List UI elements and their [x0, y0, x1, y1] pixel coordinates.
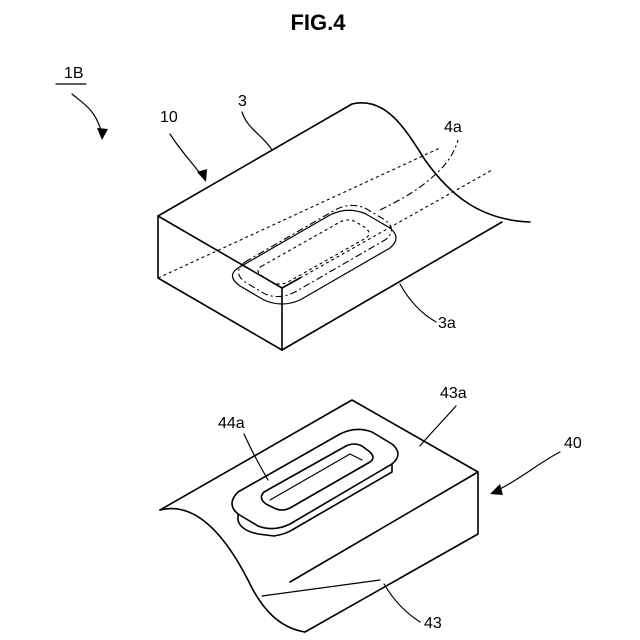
figure-title: FIG.4: [290, 10, 346, 35]
label-assembly: 1B: [64, 65, 84, 82]
lower-block-cut-line: [262, 580, 380, 596]
upper-recess-frame: [232, 210, 396, 304]
lower-block-right-face: [305, 472, 478, 632]
label-lower-top-face: 43a: [440, 385, 467, 402]
label-upper-block: 10: [160, 109, 178, 126]
leader-lower-top-face: [420, 406, 456, 446]
label-upper-body: 3: [238, 93, 247, 110]
upper-block-top-back-edge: [158, 104, 352, 216]
lower-protrusion-outer: [232, 429, 398, 528]
leader-lower-protrusion: [244, 434, 268, 480]
upper-recess-outline: [239, 205, 392, 296]
annotations: 1B 10 3 4a 3a 43a 44a 40 43: [56, 65, 582, 632]
leader-upper-face: [400, 284, 436, 322]
label-upper-recess: 4a: [444, 119, 462, 136]
label-lower-block: 40: [564, 435, 582, 452]
label-lower-protrusion: 44a: [218, 415, 245, 432]
upper-block: [158, 103, 530, 350]
upper-block-front-face: [158, 216, 282, 350]
upper-recess-inner: [258, 220, 369, 284]
upper-block-break-line: [352, 103, 530, 222]
upper-hidden-line: [158, 148, 440, 278]
leader-lower-block: [498, 452, 560, 490]
leader-upper-block: [170, 134, 202, 176]
leader-lower-body: [384, 584, 420, 622]
arrow-assembly: [97, 128, 108, 140]
lower-protrusion-inner: [261, 444, 373, 510]
label-lower-body: 43: [424, 615, 442, 632]
leader-assembly: [72, 94, 102, 134]
arrow-lower-block: [490, 484, 503, 495]
lower-block-mid-edge: [400, 534, 478, 578]
upper-hidden-line-2: [300, 170, 492, 278]
upper-block-bottom-edge: [282, 222, 502, 350]
label-upper-face: 3a: [438, 315, 456, 332]
leader-upper-body: [242, 112, 272, 150]
